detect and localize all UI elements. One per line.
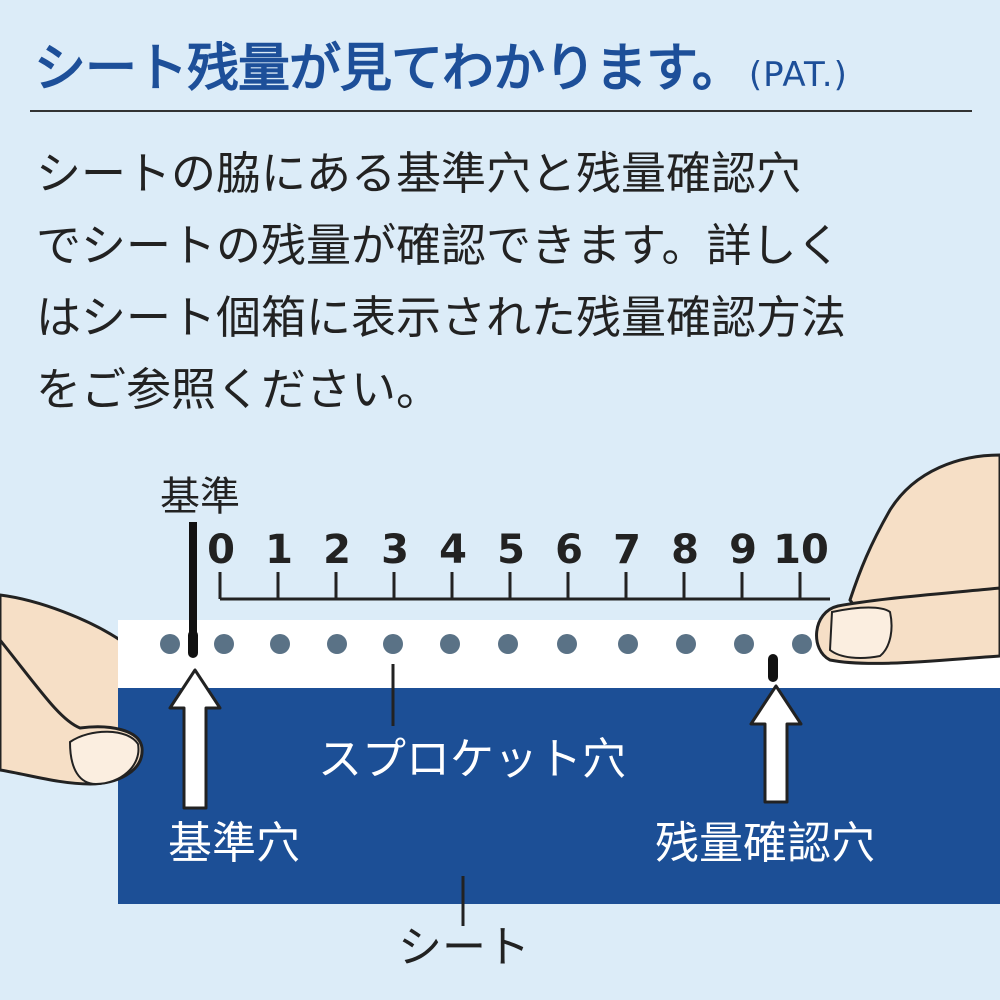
sprocket-hole [734, 634, 754, 654]
reference-line [189, 522, 197, 650]
remaining-check-hole-label: 残量確認穴 [655, 818, 875, 869]
sprocket-hole [214, 634, 234, 654]
sprocket-hole [498, 634, 518, 654]
sheet-label: シート [398, 922, 530, 973]
sprocket-hole [327, 634, 347, 654]
right-thumb [815, 586, 1000, 665]
scale-tick-label: 8 [671, 527, 699, 573]
description-line: シートの脇にある基準穴と残量確認穴 [36, 147, 802, 200]
scale-tick-label: 7 [613, 527, 641, 573]
sprocket-hole-label: スプロケット穴 [318, 734, 626, 785]
sprocket-hole [618, 634, 638, 654]
reference-hole-arrow [168, 668, 222, 810]
scale-tick-label: 2 [323, 527, 351, 573]
description: シートの脇にある基準穴と残量確認穴 でシートの残量が確認できます。詳しく はシー… [36, 138, 976, 426]
title-divider [30, 110, 972, 112]
scale-tick-label: 6 [555, 527, 583, 573]
sprocket-hole [557, 634, 577, 654]
description-line: でシートの残量が確認できます。詳しく [36, 219, 842, 272]
scale-tick-label: 5 [497, 527, 525, 573]
scale-tick-label: 9 [729, 527, 757, 573]
scale-tick-label: 1 [265, 527, 293, 573]
description-line: をご参照ください。 [36, 363, 442, 416]
title-main: シート残量が見てわかります。 [34, 39, 744, 99]
sheet [118, 688, 1000, 904]
sprocket-hole [676, 634, 696, 654]
scale-tick-label: 10 [773, 527, 829, 573]
remaining-hole-arrow [749, 684, 803, 804]
reference-label: 基準 [160, 474, 240, 520]
scale-tick-label: 3 [381, 527, 409, 573]
sprocket-hole [440, 634, 460, 654]
left-thumb [0, 637, 144, 786]
ruler [218, 572, 830, 601]
sprocket-hole [792, 634, 812, 654]
reference-hole-label: 基準穴 [168, 818, 300, 869]
sprocket-hole [383, 634, 403, 654]
scale-tick-label: 0 [207, 527, 235, 573]
scale-numbers: 0 1 2 3 4 5 6 7 8 9 10 [207, 527, 829, 573]
description-line: はシート個箱に表示された残量確認方法 [36, 291, 847, 344]
remaining-check-hole [768, 654, 778, 682]
scale-tick-label: 4 [439, 527, 467, 573]
patent-mark: (PAT.) [748, 55, 848, 95]
sprocket-hole [160, 634, 180, 654]
sprocket-holes [160, 634, 812, 654]
sprocket-hole [270, 634, 290, 654]
reference-hole [188, 630, 198, 658]
page-title: シート残量が見てわかります。(PAT.) [34, 26, 974, 101]
